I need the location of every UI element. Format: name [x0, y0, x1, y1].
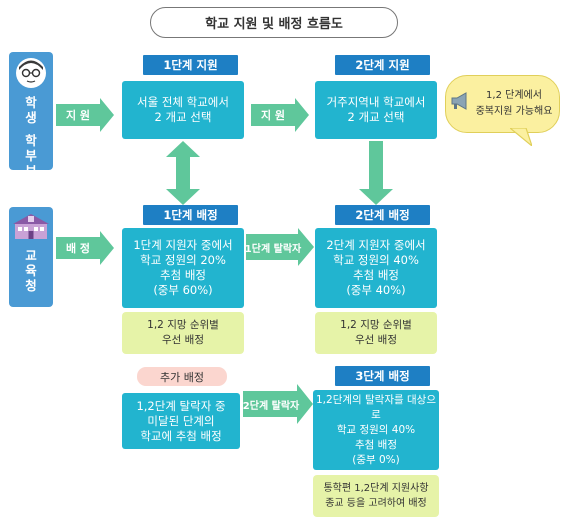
extra-assign-box: 1,2단계 탈락자 중 미달된 단계의 학교에 추첨 배정 [122, 393, 240, 449]
box-line: 학교 정원의 40% [333, 253, 419, 267]
note-line: 1,2 지망 순위별 [147, 319, 219, 331]
box-line: 1단계 지원자 중에서 [133, 238, 233, 252]
actor-char: 학 [25, 133, 37, 148]
actor-char: 육 [25, 263, 37, 278]
stage2-vertical-arrow [359, 141, 393, 205]
box-line: 학교에 추첨 배정 [140, 428, 222, 443]
megaphone-icon [449, 90, 471, 112]
education-office-label: 교 육 청 [9, 248, 53, 293]
dropout-stage2-arrow: 2단계 탈락자 [243, 384, 313, 424]
apply-arrow-left: 지 원 [56, 98, 114, 132]
box-line: 미달된 단계의 [147, 413, 215, 428]
stage3-assign-box: 1,2단계의 탈락자를 대상으로 학교 정원의 40% 추첨 배정 (중부 0%… [313, 390, 439, 470]
bubble-text: 1,2 단계에서 중복지원 가능해요 [470, 87, 558, 121]
assign-arrow-left-label: 배 정 [65, 242, 91, 255]
note-line: 1,2 지망 순위별 [340, 319, 412, 331]
actor-char: 학 [25, 95, 37, 110]
actor-char: 보 [25, 163, 37, 178]
stage2-apply-header: 2단계 지원 [335, 55, 430, 75]
stage2-apply-box: 거주지역내 학교에서 2 개교 선택 [315, 81, 437, 139]
box-line: 1,2단계의 탈락자를 대상으로 [316, 393, 436, 421]
assign-arrow-left: 배 정 [56, 231, 114, 265]
box-line: 서울 전체 학교에서 [137, 95, 229, 109]
stage1-apply-box: 서울 전체 학교에서 2 개교 선택 [122, 81, 244, 139]
note-line: 우선 배정 [355, 334, 397, 346]
student-avatar-icon [13, 56, 49, 90]
student-parent-label: 학 생 학 부 보 [9, 95, 53, 178]
dropout-stage2-label: 2단계 탈락자 [242, 400, 300, 412]
stage3-note: 통학편 1,2단계 지원사항 종교 등을 고려하여 배정 [313, 475, 439, 517]
box-line: 2 개교 선택 [347, 110, 405, 124]
stage1-assign-header: 1단계 배정 [143, 205, 238, 225]
box-line: (중부 0%) [352, 453, 400, 466]
stage2-note: 1,2 지망 순위별 우선 배정 [315, 312, 437, 354]
actor-char: 교 [25, 248, 37, 263]
box-line: 추첨 배정 [355, 438, 397, 451]
school-building-icon [12, 211, 50, 241]
box-line: 2단계 지원자 중에서 [326, 238, 426, 252]
apply-arrow-mid: 지 원 [251, 98, 309, 132]
actor-char: 청 [25, 278, 37, 293]
bubble-tail [508, 127, 534, 148]
note-line: 우선 배정 [162, 334, 204, 346]
stage1-apply-header: 1단계 지원 [143, 55, 238, 75]
box-line: (중부 60%) [153, 283, 213, 297]
diagram-title: 학교 지원 및 배정 흐름도 [150, 7, 398, 38]
apply-arrow-mid-label: 지 원 [260, 109, 286, 122]
box-line: 2 개교 선택 [154, 110, 212, 124]
actor-spacer [9, 125, 53, 133]
box-line: 학교 정원의 20% [140, 253, 226, 267]
bubble-line: 1,2 단계에서 [486, 90, 542, 101]
stage1-note: 1,2 지망 순위별 우선 배정 [122, 312, 244, 354]
note-line: 통학편 1,2단계 지원사항 [323, 483, 429, 494]
stage2-assign-header: 2단계 배정 [335, 205, 430, 225]
dropout-stage1-arrow: 1단계 탈락자 [244, 228, 314, 266]
box-line: 거주지역내 학교에서 [326, 95, 426, 109]
stage3-assign-header: 3단계 배정 [335, 366, 430, 386]
dropout-stage1-label: 1단계 탈락자 [244, 243, 302, 255]
stage1-vertical-arrow [166, 141, 200, 205]
stage1-assign-box: 1단계 지원자 중에서 학교 정원의 20% 추첨 배정 (중부 60%) [122, 228, 244, 308]
extra-assign-label: 추가 배정 [137, 367, 227, 386]
actor-char: 부 [25, 148, 37, 163]
stage2-assign-box: 2단계 지원자 중에서 학교 정원의 40% 추첨 배정 (중부 40%) [315, 228, 437, 308]
box-line: 추첨 배정 [160, 268, 206, 282]
box-line: (중부 40%) [346, 283, 406, 297]
apply-arrow-left-label: 지 원 [65, 109, 91, 122]
box-line: 학교 정원의 40% [336, 423, 416, 436]
bubble-line: 중복지원 가능해요 [475, 106, 553, 117]
box-line: 1,2단계 탈락자 중 [136, 398, 226, 413]
actor-char: 생 [25, 110, 37, 125]
box-line: 추첨 배정 [353, 268, 399, 282]
note-line: 종교 등을 고려하여 배정 [325, 498, 427, 509]
